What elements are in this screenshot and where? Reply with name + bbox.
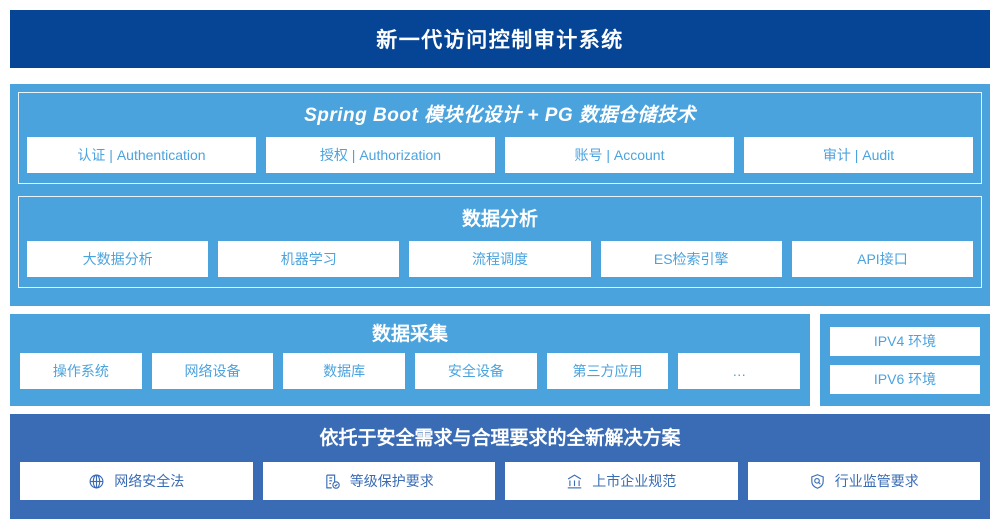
chip-account[interactable]: 账号 | Account [505, 137, 734, 173]
chip-label: 第三方应用 [572, 363, 643, 379]
data-collection-chip-row: 操作系统 网络设备 数据库 安全设备 第三方应用 … [20, 353, 801, 389]
chip-cybersecurity-law[interactable]: 网络安全法 [20, 462, 253, 500]
chip-label: 行业监管要求 [834, 473, 919, 489]
chip-network-device[interactable]: 网络设备 [151, 353, 274, 389]
chip-label: 网络设备 [184, 363, 241, 379]
chip-label: 授权 | Authorization [319, 147, 442, 163]
page-title-bar: 新一代访问控制审计系统 [10, 10, 990, 68]
collection-layer: 数据采集 操作系统 网络设备 数据库 安全设备 第三方应用 … [10, 314, 990, 406]
panel-spacer [18, 184, 982, 196]
platform-layer: Spring Boot 模块化设计 + PG 数据仓储技术 认证 | Authe… [10, 84, 990, 306]
chip-label: 机器学习 [280, 251, 337, 267]
chip-label: IPV4 环境 [873, 333, 937, 349]
chip-process-scheduling[interactable]: 流程调度 [409, 241, 591, 277]
chip-more[interactable]: … [678, 353, 801, 389]
chip-security-device[interactable]: 安全设备 [415, 353, 537, 389]
spring-boot-heading: Spring Boot 模块化设计 + PG 数据仓储技术 [304, 105, 696, 126]
chip-label: API接口 [857, 251, 908, 267]
chip-industry-regulation-requirement[interactable]: 行业监管要求 [747, 462, 980, 500]
solution-layer: 依托于安全需求与合理要求的全新解决方案 网络安全法 [10, 414, 990, 519]
data-collection-heading: 数据采集 [371, 324, 448, 345]
data-collection-panel: 数据采集 操作系统 网络设备 数据库 安全设备 第三方应用 … [10, 314, 810, 406]
chip-label: 审计 | Audit [822, 147, 895, 163]
chip-machine-learning[interactable]: 机器学习 [218, 241, 400, 277]
data-analysis-heading: 数据分析 [461, 209, 538, 230]
chip-database[interactable]: 数据库 [283, 353, 406, 389]
chip-es-search-engine[interactable]: ES检索引擎 [600, 241, 782, 277]
chip-listed-enterprise-standard[interactable]: 上市企业规范 [505, 462, 738, 500]
bank-building-icon [566, 473, 583, 490]
chip-ipv4-environment[interactable]: IPV4 环境 [830, 326, 980, 356]
chip-label: 安全设备 [447, 363, 504, 379]
chip-label: ES检索引擎 [653, 251, 729, 267]
chip-big-data-analysis[interactable]: 大数据分析 [27, 241, 209, 277]
solution-chip-row: 网络安全法 等级保护要求 [20, 462, 980, 500]
chip-ipv6-environment[interactable]: IPV6 环境 [830, 364, 980, 394]
globe-icon [88, 473, 105, 490]
chip-label: 上市企业规范 [592, 473, 677, 489]
chip-label: 账号 | Account [574, 147, 665, 163]
chip-label: IPV6 环境 [873, 371, 937, 387]
chip-graded-protection-requirement[interactable]: 等级保护要求 [262, 462, 495, 500]
chip-audit[interactable]: 审计 | Audit [744, 137, 973, 173]
chip-label: 网络安全法 [114, 473, 185, 489]
page-title: 新一代访问控制审计系统 [376, 29, 624, 52]
solution-heading: 依托于安全需求与合理要求的全新解决方案 [319, 428, 681, 449]
environment-panel: IPV4 环境 IPV6 环境 [820, 314, 990, 406]
chip-label: 认证 | Authentication [77, 147, 206, 163]
chip-label: … [732, 363, 747, 379]
data-analysis-panel: 数据分析 大数据分析 机器学习 流程调度 ES检索引擎 API接口 [18, 196, 982, 288]
data-analysis-chip-row: 大数据分析 机器学习 流程调度 ES检索引擎 API接口 [27, 241, 974, 277]
chip-label: 等级保护要求 [349, 473, 434, 489]
chip-label: 操作系统 [52, 363, 109, 379]
chip-label: 流程调度 [472, 251, 528, 267]
chip-operating-system[interactable]: 操作系统 [20, 353, 142, 389]
document-check-icon [324, 473, 341, 490]
spring-boot-chip-row: 认证 | Authentication 授权 | Authorization 账… [27, 137, 973, 173]
chip-api-interface[interactable]: API接口 [791, 241, 974, 277]
spring-boot-panel: Spring Boot 模块化设计 + PG 数据仓储技术 认证 | Authe… [18, 92, 982, 184]
chip-authorization[interactable]: 授权 | Authorization [266, 137, 495, 173]
chip-third-party-app[interactable]: 第三方应用 [546, 353, 669, 389]
chip-label: 数据库 [323, 363, 366, 379]
chip-authentication[interactable]: 认证 | Authentication [27, 137, 256, 173]
chip-label: 大数据分析 [82, 251, 153, 267]
shield-search-icon [809, 473, 826, 490]
